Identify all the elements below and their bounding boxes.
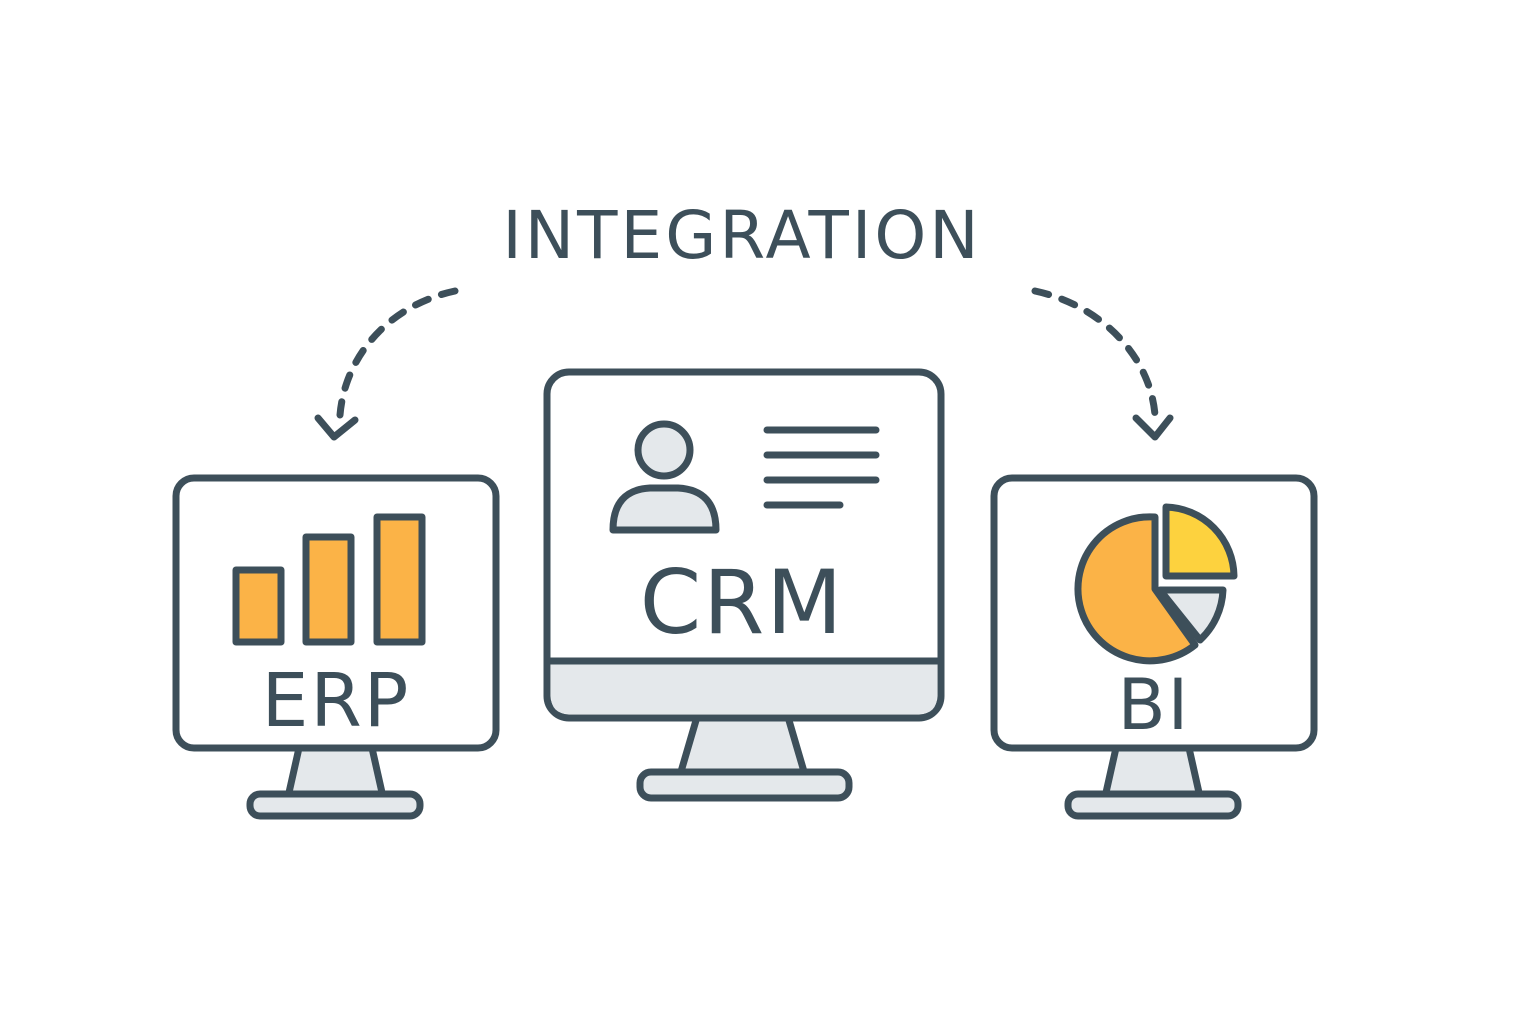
erp-stand-neck — [284, 744, 387, 801]
right-dashed-arrow — [1031, 287, 1174, 441]
crm-chin — [551, 661, 937, 714]
crm-monitor: CRM — [543, 368, 945, 802]
diagram-title: INTEGRATION — [502, 197, 981, 274]
user-profile-icon — [609, 420, 720, 534]
crm-stand-neck — [676, 713, 809, 779]
pie-chart-icon — [1074, 503, 1238, 665]
erp-monitor: ERP — [172, 474, 500, 820]
left-dashed-arrow — [314, 287, 459, 441]
erp-stand-base — [246, 790, 424, 820]
erp-label: ERP — [262, 658, 411, 744]
bi-stand-neck — [1101, 744, 1204, 801]
bi-monitor: BI — [990, 474, 1318, 820]
crm-stand-base — [636, 768, 853, 802]
crm-label: CRM — [640, 551, 845, 654]
text-lines-icon — [763, 426, 880, 509]
bi-label: BI — [1118, 664, 1191, 746]
bi-stand-base — [1064, 790, 1242, 820]
bar-chart-icon — [232, 513, 426, 646]
